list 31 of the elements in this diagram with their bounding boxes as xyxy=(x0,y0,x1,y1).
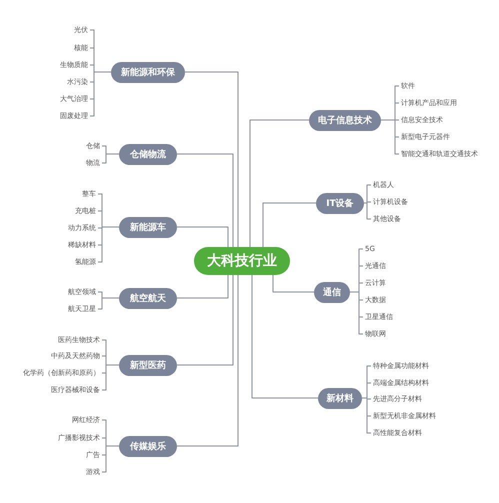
connector-line xyxy=(362,398,372,434)
connector-line xyxy=(176,274,238,446)
branch-pill: 传媒娱乐 xyxy=(119,436,177,456)
branch-pill: 新能源车 xyxy=(119,216,177,238)
connector-line xyxy=(176,274,228,298)
connector-line xyxy=(176,226,228,248)
connector-line xyxy=(364,184,372,204)
connector-line xyxy=(350,292,364,334)
branch-pill: 新材料 xyxy=(318,388,362,408)
branch-pill: IT设备 xyxy=(316,192,364,214)
branch-pill: 航空航天 xyxy=(119,288,177,308)
connector-line xyxy=(250,120,310,248)
connector-line xyxy=(102,364,120,390)
connector-line xyxy=(364,202,372,220)
connector-line xyxy=(184,72,238,248)
branch-pill: 通信 xyxy=(314,282,350,302)
connector-line xyxy=(176,274,234,366)
connector-line xyxy=(98,226,120,262)
topic-pill: 大科技行业 xyxy=(194,247,290,275)
connector-line xyxy=(252,274,318,398)
branch-pill: 仓储物流 xyxy=(119,144,177,164)
connector-line xyxy=(90,72,112,116)
connector-line xyxy=(176,154,234,248)
connector-line xyxy=(102,446,120,472)
branch-pill: 新能源和环保 xyxy=(111,62,185,82)
connector-line xyxy=(380,120,400,154)
connector-line xyxy=(272,274,314,292)
connector-line xyxy=(102,154,120,164)
connector-line xyxy=(262,202,316,248)
branch-pill: 新型医药 xyxy=(119,354,177,376)
branch-pill: 电子信息技术 xyxy=(309,110,381,130)
